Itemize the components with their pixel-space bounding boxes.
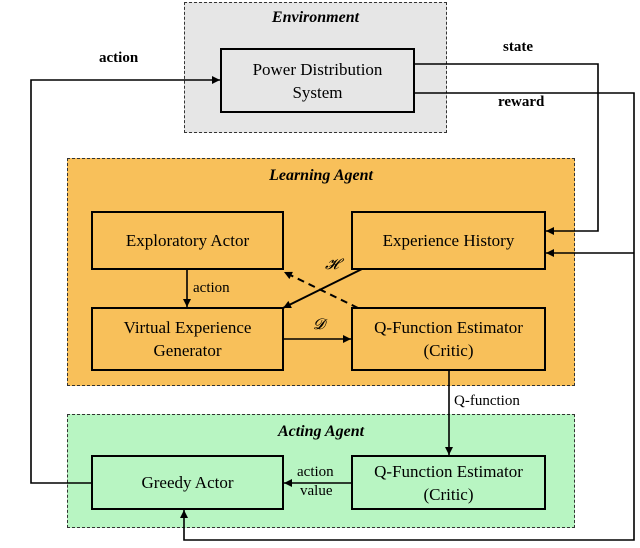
- experience-history-label: Experience History: [382, 231, 515, 250]
- power-distribution-system-box: Power Distribution System: [220, 48, 415, 113]
- acting-agent-title: Acting Agent: [277, 423, 365, 440]
- action-value-label-line1: action: [297, 464, 334, 480]
- d-symbol-label: 𝓓: [313, 315, 325, 333]
- acting-q-estimator-line1: Q-Function Estimator: [374, 461, 523, 481]
- experience-history-box: Experience History: [351, 211, 546, 270]
- learning-q-function-estimator-box: Q-Function Estimator (Critic): [351, 307, 546, 371]
- acting-q-function-estimator-box: Q-Function Estimator (Critic): [351, 455, 546, 510]
- state-label: state: [503, 39, 533, 55]
- learning-q-estimator-line1: Q-Function Estimator: [374, 318, 523, 337]
- action-label: action: [99, 50, 139, 66]
- greedy-actor-label: Greedy Actor: [141, 473, 234, 492]
- environment-title: Environment: [271, 9, 360, 26]
- exploratory-actor-label: Exploratory Actor: [125, 231, 250, 250]
- q-to-explorer-edge: [283, 271, 359, 309]
- exploratory-actor-box: Exploratory Actor: [91, 211, 284, 270]
- reward-label: reward: [498, 94, 545, 110]
- h-symbol-label: 𝓗: [325, 255, 339, 273]
- reward-edge: [180, 92, 635, 541]
- q-function-label: Q-function: [454, 393, 520, 409]
- inner-action-label: action: [193, 280, 230, 296]
- virtual-experience-generator-box: Virtual Experience Generator: [91, 307, 284, 371]
- greedy-actor-box: Greedy Actor: [91, 455, 284, 510]
- power-system-line1: Power Distribution: [252, 59, 383, 79]
- power-system-line2: System: [292, 82, 343, 102]
- action-edge: [30, 76, 220, 484]
- virtual-generator-line2: Generator: [153, 341, 222, 360]
- acting-q-estimator-line2: (Critic): [423, 484, 474, 504]
- h-edge: [282, 268, 363, 309]
- state-edge: [415, 63, 599, 235]
- action-value-label-line2: value: [300, 483, 333, 499]
- virtual-generator-line1: Virtual Experience: [123, 318, 252, 337]
- learning-q-estimator-line2: (Critic): [423, 341, 474, 360]
- learning-agent-title: Learning Agent: [269, 167, 373, 184]
